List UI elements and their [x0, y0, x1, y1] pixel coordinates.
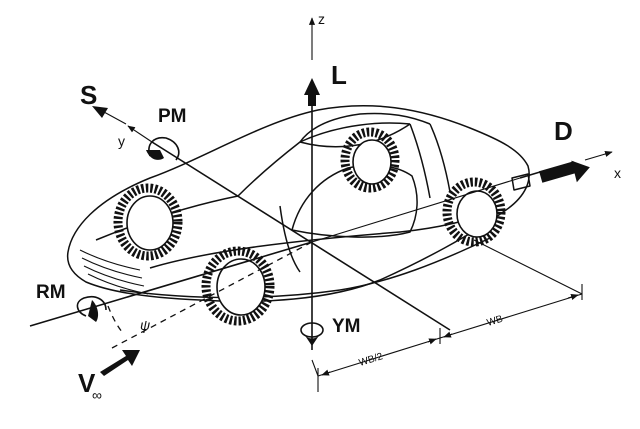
front-right-wheel	[201, 246, 275, 326]
yaw-moment-symbol	[300, 322, 324, 346]
wind-velocity-arrow	[100, 350, 140, 376]
lift-label: L	[331, 60, 347, 90]
wind-velocity-label: V	[78, 368, 96, 398]
wind-velocity-subscript: ∞	[92, 387, 102, 403]
half-wheelbase-label: WB/2	[358, 351, 385, 369]
side-force-label: S	[80, 80, 97, 110]
roll-moment-label: RM	[36, 282, 66, 303]
x-axis-arrow	[584, 151, 613, 161]
y-axis-arrow	[127, 125, 153, 143]
x-axis-label: x	[614, 165, 621, 181]
roll-moment-symbol	[76, 295, 107, 322]
x-axis-line-rear	[311, 177, 521, 243]
x-axis-line-front	[29, 241, 313, 327]
wheelbase-dimension	[311, 239, 583, 392]
yaw-moment-label: YM	[332, 316, 361, 337]
side-force-shaft	[103, 111, 127, 125]
z-axis-label: z	[318, 11, 325, 27]
y-axis-label: y	[118, 133, 125, 149]
yaw-angle-label: ψ	[140, 317, 150, 333]
yaw-angle-arc	[107, 305, 123, 333]
wheelbase-label: WB	[486, 314, 505, 329]
rear-right-wheel	[442, 177, 506, 247]
pitch-moment-symbol	[146, 136, 180, 161]
front-left-wheel	[113, 183, 183, 261]
side-force-arrowhead	[92, 106, 108, 118]
wind-direction-line	[111, 241, 313, 349]
lift-arrow	[304, 78, 320, 106]
pitch-moment-label: PM	[158, 106, 187, 127]
y-axis-line	[151, 141, 451, 331]
rear-left-wheel	[340, 127, 400, 193]
drag-label: D	[554, 116, 573, 146]
drag-arrow	[519, 160, 590, 183]
